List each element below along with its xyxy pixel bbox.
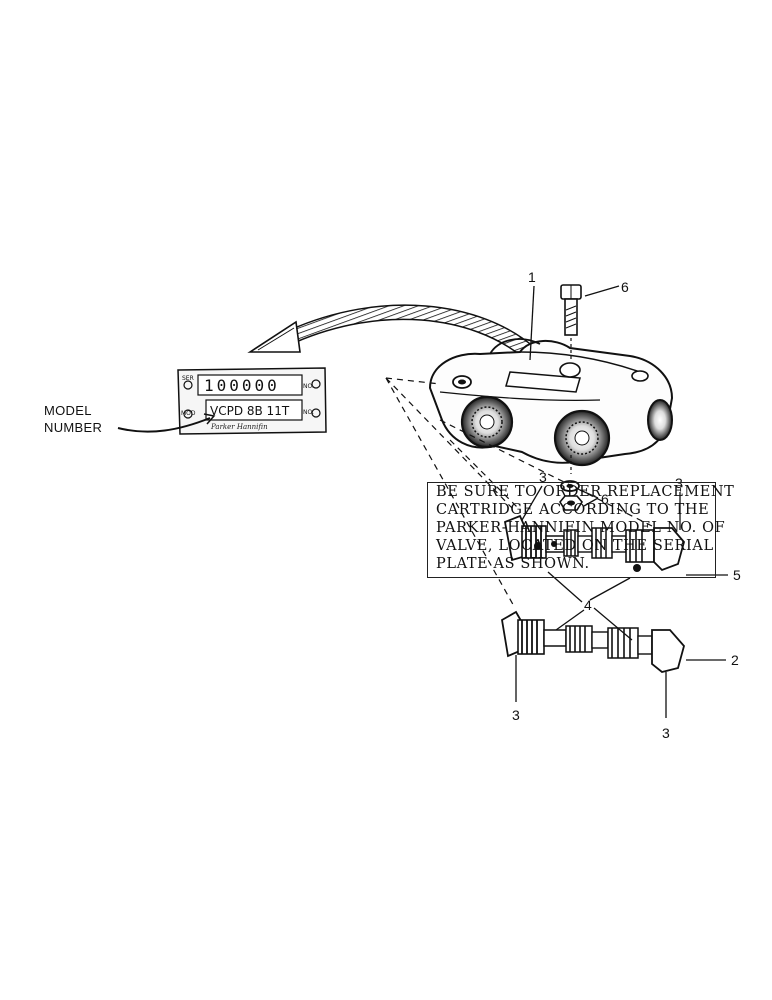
part-label-4: 4: [584, 597, 592, 613]
valve-mount-hole-right: [631, 370, 649, 382]
notice-line-1: BE SURE TO ORDER REPLACEMENT: [436, 484, 735, 500]
part-label-3-lower-right: 3: [662, 725, 670, 741]
pointer-arrow: [247, 304, 537, 359]
model-number-leader: [117, 417, 211, 433]
serial-plate: SER 100000 NO. MOD VCPD 8B 11T NO. Parke…: [177, 367, 327, 435]
part-label-3-upper-right: 3: [675, 475, 683, 491]
part-label-6-bolt: 6: [621, 279, 629, 295]
model-number-label-line1: MODEL: [44, 403, 92, 418]
plate-no-label-bottom: NO.: [303, 409, 314, 416]
valve-top-boss: [559, 362, 581, 378]
valve-port-end: [647, 399, 673, 441]
plate-manufacturer: Parker Hannifin: [210, 423, 268, 431]
plate-rivet-bottom-left: [183, 409, 193, 419]
leader-lines: [515, 285, 728, 718]
valve-body: [428, 338, 674, 467]
model-code: VCPD 8B 11T: [210, 404, 290, 418]
notice-line-3: PARKER-HANNIFIN MODEL NO. OF: [436, 520, 726, 536]
plate-no-label-top: NO.: [303, 383, 314, 390]
notice-line-5: PLATE AS SHOWN.: [436, 556, 590, 572]
part-label-3-upper-left: 3: [539, 469, 547, 485]
part-label-5: 5: [733, 567, 741, 583]
plate-ser-label: SER: [182, 375, 194, 382]
part-label-1: 1: [528, 269, 536, 285]
washer-and-nut: [559, 480, 583, 511]
replacement-notice-box: BE SURE TO ORDER REPLACEMENT CARTRIDGE A…: [427, 482, 734, 578]
plate-rivet-top-left: [183, 380, 193, 390]
bolt: [560, 284, 582, 474]
valve-top-strap: [505, 371, 581, 393]
notice-line-4: VALVE, LOCATED ON THE SERIAL: [436, 538, 714, 554]
notice-line-2: CARTRIDGE ACCORDING TO THE: [436, 502, 710, 518]
serial-number: 100000: [204, 376, 280, 395]
explode-lines: [385, 377, 681, 609]
plate-rivet-bottom-right: [311, 408, 321, 418]
plate-mod-label: MOD: [181, 410, 196, 417]
part-label-3-lower-left: 3: [512, 707, 520, 723]
part-label-2: 2: [731, 652, 739, 668]
part-label-6-nut: 6: [601, 491, 609, 507]
model-number-label-line2: NUMBER: [44, 420, 102, 435]
cartridge-upper: [503, 514, 685, 572]
plate-rivet-top-right: [311, 379, 321, 389]
cartridge-lower: [501, 610, 685, 673]
